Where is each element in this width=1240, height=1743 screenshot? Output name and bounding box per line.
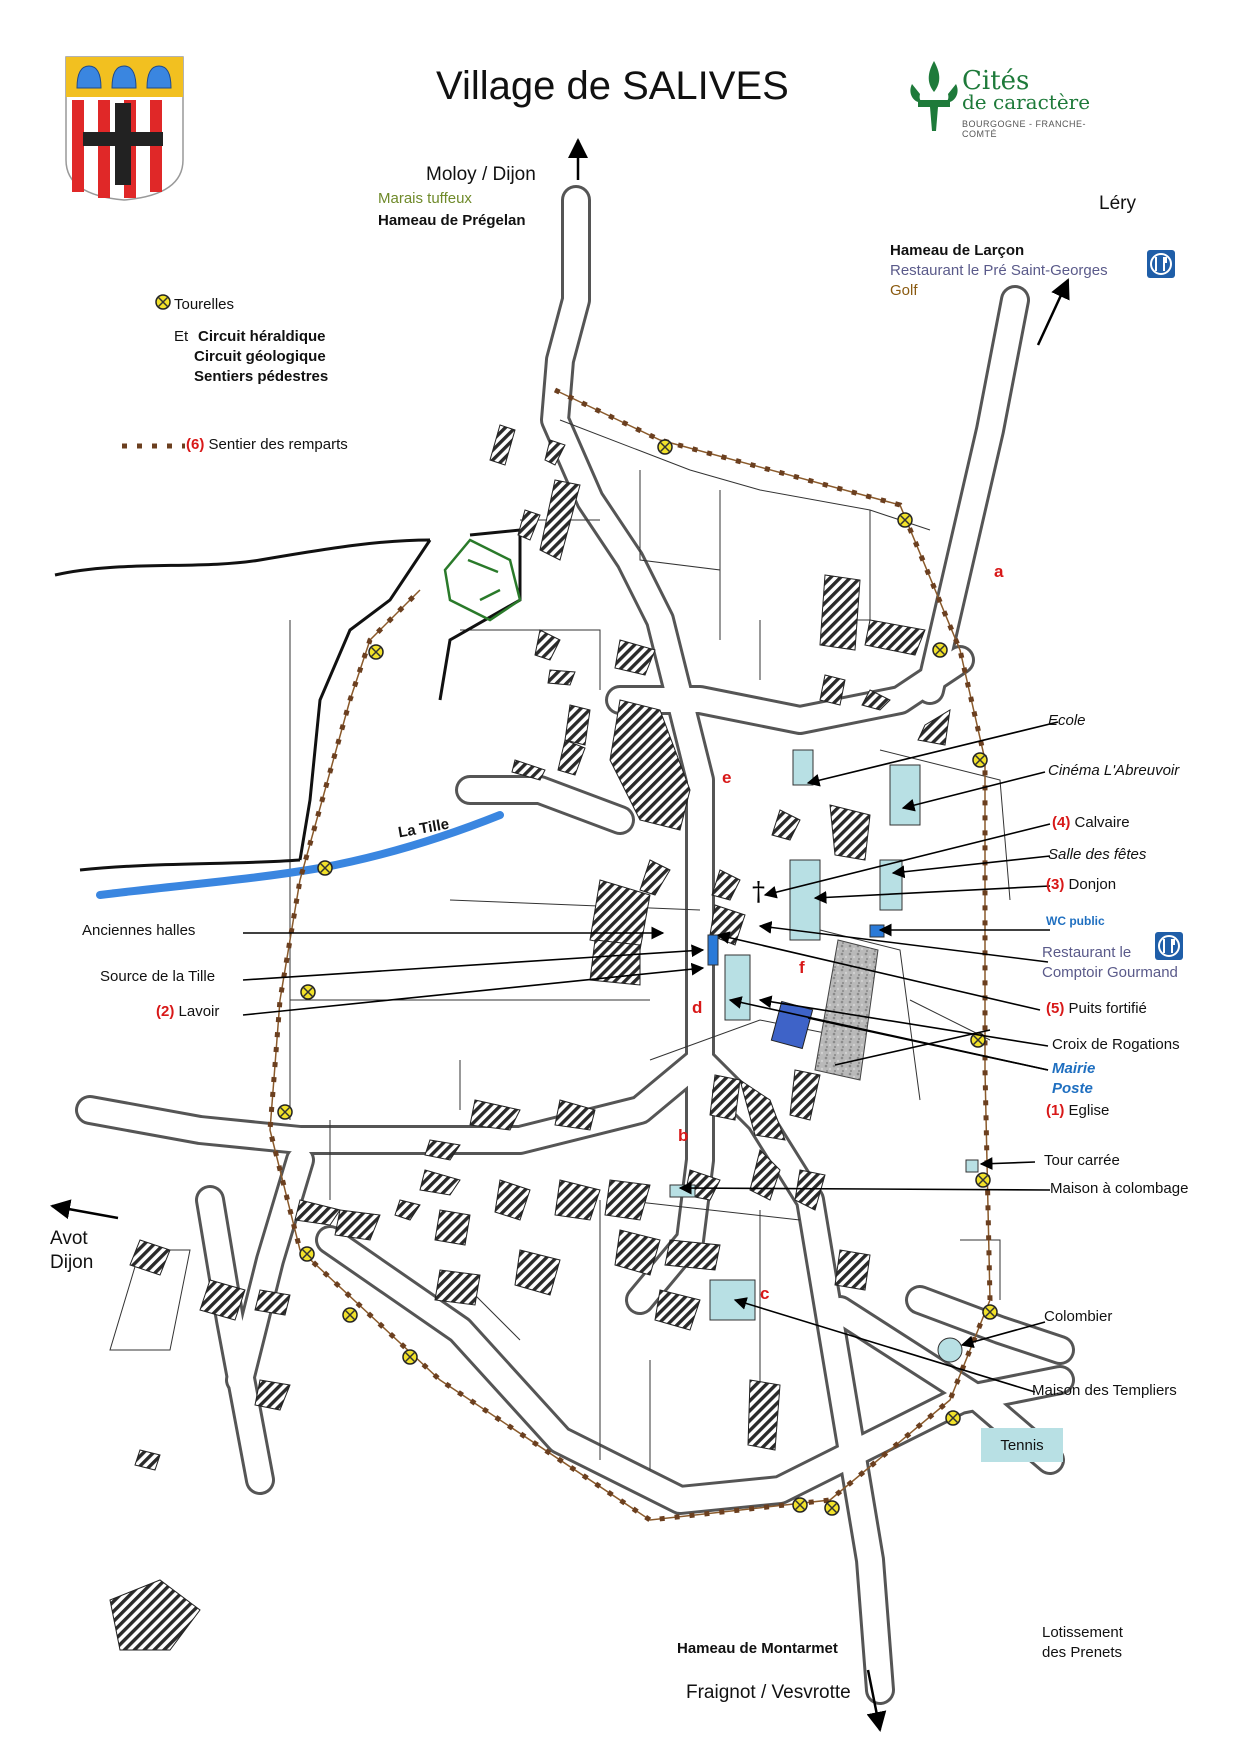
- label-source: Source de la Tille: [100, 968, 216, 985]
- direction-north: Moloy / Dijon: [426, 164, 536, 185]
- label-halles: Anciennes halles: [82, 922, 196, 939]
- garden: [443, 538, 522, 622]
- fork-knife-icon: [1150, 253, 1172, 275]
- direction-restaurant-pre: Restaurant le Pré Saint-Georges: [890, 262, 1108, 279]
- legend-remparts: (6) Sentier des remparts: [186, 436, 348, 454]
- letter-e: e: [722, 768, 732, 787]
- logo-line3: BOURGOGNE - FRANCHE-COMTÉ: [962, 119, 1087, 139]
- highlighted-buildings: [669, 749, 979, 1363]
- letter-c: c: [760, 1284, 770, 1303]
- letter-d: d: [692, 998, 703, 1017]
- roads: [75, 185, 1075, 1705]
- lavoir-block: [707, 934, 719, 966]
- wc-block: [869, 924, 885, 938]
- label-wc: WC public: [1046, 914, 1105, 928]
- fork-knife-icon: [1158, 935, 1180, 957]
- direction-montarmet: Hameau de Montarmet: [677, 1640, 838, 1657]
- callout-lines: [242, 721, 1059, 1393]
- calvaire-text: Calvaire: [1074, 814, 1130, 831]
- tourelle-markers: [155, 294, 998, 1516]
- label-templiers: Maison des Templiers: [1032, 1382, 1177, 1399]
- puits-text: Puits fortifié: [1068, 1000, 1147, 1017]
- buildings: [109, 424, 951, 1651]
- calvaire-num: (4): [1052, 814, 1071, 831]
- logo-line2: de caractère: [962, 90, 1091, 114]
- lavoir-num: (2): [156, 1003, 175, 1020]
- donjon-text: Donjon: [1068, 876, 1117, 893]
- direction-pregelan: Hameau de Prégelan: [378, 212, 526, 229]
- label-donjon: (3) Donjon: [1046, 876, 1116, 894]
- label-calvaire: (4) Calvaire: [1052, 814, 1130, 832]
- restaurant-icon: [1147, 250, 1175, 278]
- letter-b: b: [678, 1126, 689, 1145]
- legend-remparts-num: (6): [186, 436, 205, 453]
- legend-tourelles: Tourelles: [174, 296, 235, 313]
- eglise-building: [814, 939, 879, 1081]
- lavoir-text: Lavoir: [178, 1003, 220, 1020]
- legend-circuit-geologique: Circuit géologique: [194, 348, 326, 365]
- legend-remparts-label: Sentier des remparts: [208, 436, 348, 453]
- tennis-label: Tennis: [1000, 1436, 1044, 1454]
- label-cinema: Cinéma L'Abreuvoir: [1048, 762, 1180, 779]
- direction-golf: Golf: [890, 282, 918, 299]
- label-salle: Salle des fêtes: [1048, 846, 1147, 863]
- stream-lines: [54, 528, 522, 872]
- donjon-num: (3): [1046, 876, 1065, 893]
- label-puits: (5) Puits fortifié: [1046, 1000, 1147, 1018]
- tennis-court: Tennis: [981, 1428, 1063, 1462]
- fleur-de-lis-icon: [910, 61, 958, 131]
- puits-num: (5): [1046, 1000, 1065, 1017]
- rampart-path: [267, 387, 993, 1523]
- label-lavoir: (2) Lavoir: [156, 1003, 219, 1021]
- label-restaurant-1: Restaurant le: [1042, 944, 1132, 961]
- legend-sentiers: Sentiers pédestres: [194, 368, 329, 385]
- direction-marais: Marais tuffeux: [378, 190, 472, 207]
- label-restaurant-2: Comptoir Gourmand: [1042, 964, 1178, 981]
- direction-arrows: [50, 138, 1070, 1732]
- restaurant-icon-2: [1155, 932, 1183, 960]
- eglise-num: (1): [1046, 1102, 1065, 1119]
- label-tour: Tour carrée: [1044, 1152, 1120, 1169]
- direction-larcon: Hameau de Larçon: [890, 242, 1025, 259]
- mairie-building: [770, 1000, 814, 1050]
- calvaire-cross: †: [752, 877, 765, 907]
- label-ecole: Ecole: [1048, 712, 1086, 729]
- direction-lotissement-2: des Prenets: [1042, 1644, 1123, 1661]
- legend-et: Et: [174, 328, 189, 345]
- direction-avot: Avot: [50, 1228, 88, 1249]
- label-colombier: Colombier: [1044, 1308, 1113, 1325]
- label-maison-colombage: Maison à colombage: [1050, 1180, 1189, 1197]
- map-title: Village de SALIVES: [436, 64, 789, 108]
- logo-line1: Cités: [962, 66, 1030, 96]
- eglise-text: Eglise: [1068, 1102, 1110, 1119]
- direction-fraignot: Fraignot / Vesvrotte: [686, 1682, 851, 1703]
- label-croix: Croix de Rogations: [1052, 1036, 1180, 1053]
- label-eglise: (1) Eglise: [1046, 1102, 1109, 1120]
- label-mairie: Mairie: [1052, 1060, 1096, 1077]
- coat-of-arms: [65, 56, 184, 201]
- label-poste: Poste: [1052, 1080, 1093, 1097]
- direction-lotissement-1: Lotissement: [1042, 1624, 1123, 1641]
- letter-f: f: [799, 958, 805, 977]
- cites-de-caractere-logo: Cités de caractère BOURGOGNE - FRANCHE-C…: [904, 56, 1114, 139]
- legend-circuit-heraldique: Circuit héraldique: [198, 328, 326, 345]
- direction-lery: Léry: [1099, 193, 1136, 214]
- letter-a: a: [994, 562, 1004, 581]
- direction-dijon: Dijon: [50, 1252, 94, 1273]
